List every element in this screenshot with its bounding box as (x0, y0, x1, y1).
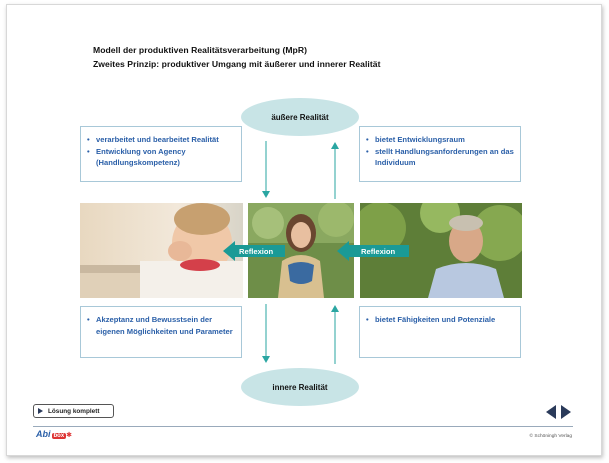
photo-baby (80, 203, 243, 298)
reflexion-arrow-left: Reflexion (223, 241, 285, 261)
photo-man (360, 203, 522, 298)
list-item: stellt Handlungsanforderungen an das Ind… (366, 146, 514, 169)
inner-reality-ellipse: innere Realität (241, 368, 359, 406)
list-item: Entwicklung von Agency (Handlungskompete… (87, 146, 235, 169)
box-top-right: bietet Entwicklungsraum stellt Handlungs… (359, 126, 521, 182)
page-title: Modell der produktiven Realitätsverarbei… (93, 45, 308, 55)
list-item: Akzeptanz und Bewusstsein der eigenen Mö… (87, 314, 235, 337)
list-item: verarbeitet und bearbeitet Realität (87, 134, 235, 146)
copyright: © Schöningh Verlag (529, 434, 572, 439)
star-icon: ✱ (66, 432, 73, 439)
previous-button[interactable] (545, 404, 557, 420)
arrow-up-top-right (330, 141, 340, 199)
arrow-right-icon (561, 405, 571, 419)
reflexion-label-right: Reflexion (361, 246, 396, 256)
arrow-up-bottom-right (330, 304, 340, 364)
footer-divider (33, 426, 573, 427)
list-item: bietet Entwicklungsraum (366, 134, 514, 146)
reflexion-arrow-right: Reflexion (337, 241, 409, 261)
arrow-down-top-left (261, 141, 271, 199)
logo-text: Abi (36, 429, 51, 439)
box-bottom-right: bietet Fähigkeiten und Potenziale (359, 306, 521, 358)
logo-badge: box (51, 433, 67, 439)
outer-reality-ellipse: äußere Realität (241, 98, 359, 136)
box-bottom-left: Akzeptanz und Bewusstsein der eigenen Mö… (80, 306, 242, 358)
solution-button-label: Lösung komplett (48, 407, 100, 415)
list-item: bietet Fähigkeiten und Potenziale (366, 314, 514, 326)
arrow-left-icon (546, 405, 556, 419)
outer-reality-label: äußere Realität (271, 112, 329, 122)
inner-reality-label: innere Realität (272, 382, 328, 392)
reflexion-label-left: Reflexion (239, 246, 274, 256)
play-icon (38, 408, 43, 414)
title-block: Modell der produktiven Realitätsverarbei… (93, 43, 381, 71)
next-button[interactable] (560, 404, 572, 420)
arrow-down-bottom-left (261, 304, 271, 364)
page-subtitle: Zweites Prinzip: produktiver Umgang mit … (93, 59, 381, 69)
solution-button[interactable]: Lösung komplett (33, 404, 114, 418)
box-top-left: verarbeitet und bearbeitet Realität Entw… (80, 126, 242, 182)
photo-child (248, 203, 354, 298)
